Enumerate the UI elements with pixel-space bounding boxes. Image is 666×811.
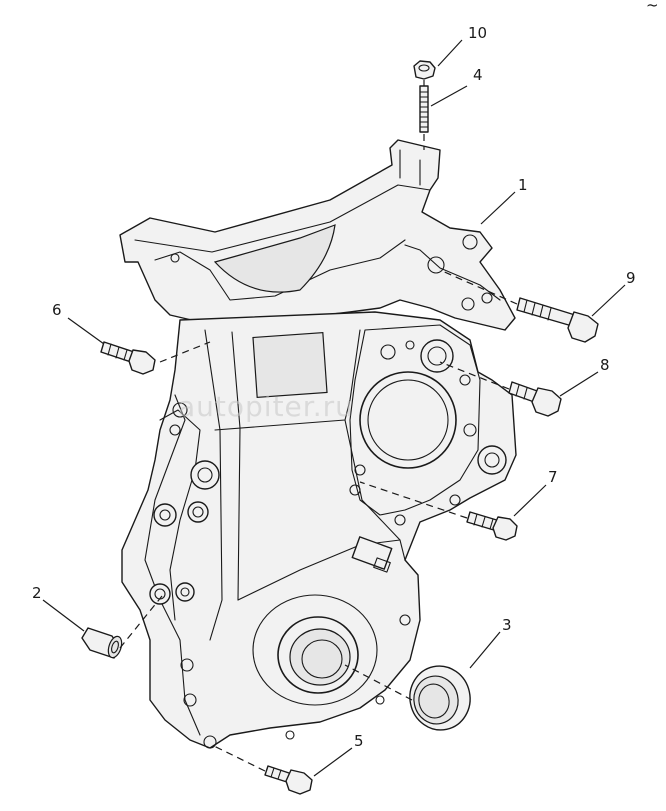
bolt-part-6 [100, 341, 156, 375]
callout-9: 9 [626, 269, 636, 287]
dowel-sleeve-part-2 [81, 627, 123, 659]
callout-leaders [42, 39, 626, 777]
callout-7: 7 [548, 468, 558, 486]
assembly-lines [119, 80, 518, 772]
callout-2: 2 [32, 584, 42, 602]
stud-part-4 [419, 85, 429, 133]
timing-cover [119, 139, 517, 749]
bolt-part-9 [516, 297, 599, 343]
callout-6: 6 [52, 301, 62, 319]
callout-4: 4 [473, 66, 483, 84]
bolt-part-5 [264, 765, 313, 795]
watermark: autopiter.ru [178, 390, 354, 423]
corner-mark: ~ [646, 0, 659, 14]
oil-seal-part-3 [409, 665, 471, 731]
callout-3: 3 [502, 616, 512, 634]
bolt-part-7 [466, 511, 518, 541]
callout-10: 10 [468, 24, 487, 42]
bolt-part-8 [508, 381, 562, 417]
callout-8: 8 [600, 356, 610, 374]
callout-1: 1 [518, 176, 528, 194]
nut-part-10 [413, 60, 436, 80]
callout-5: 5 [354, 732, 364, 750]
